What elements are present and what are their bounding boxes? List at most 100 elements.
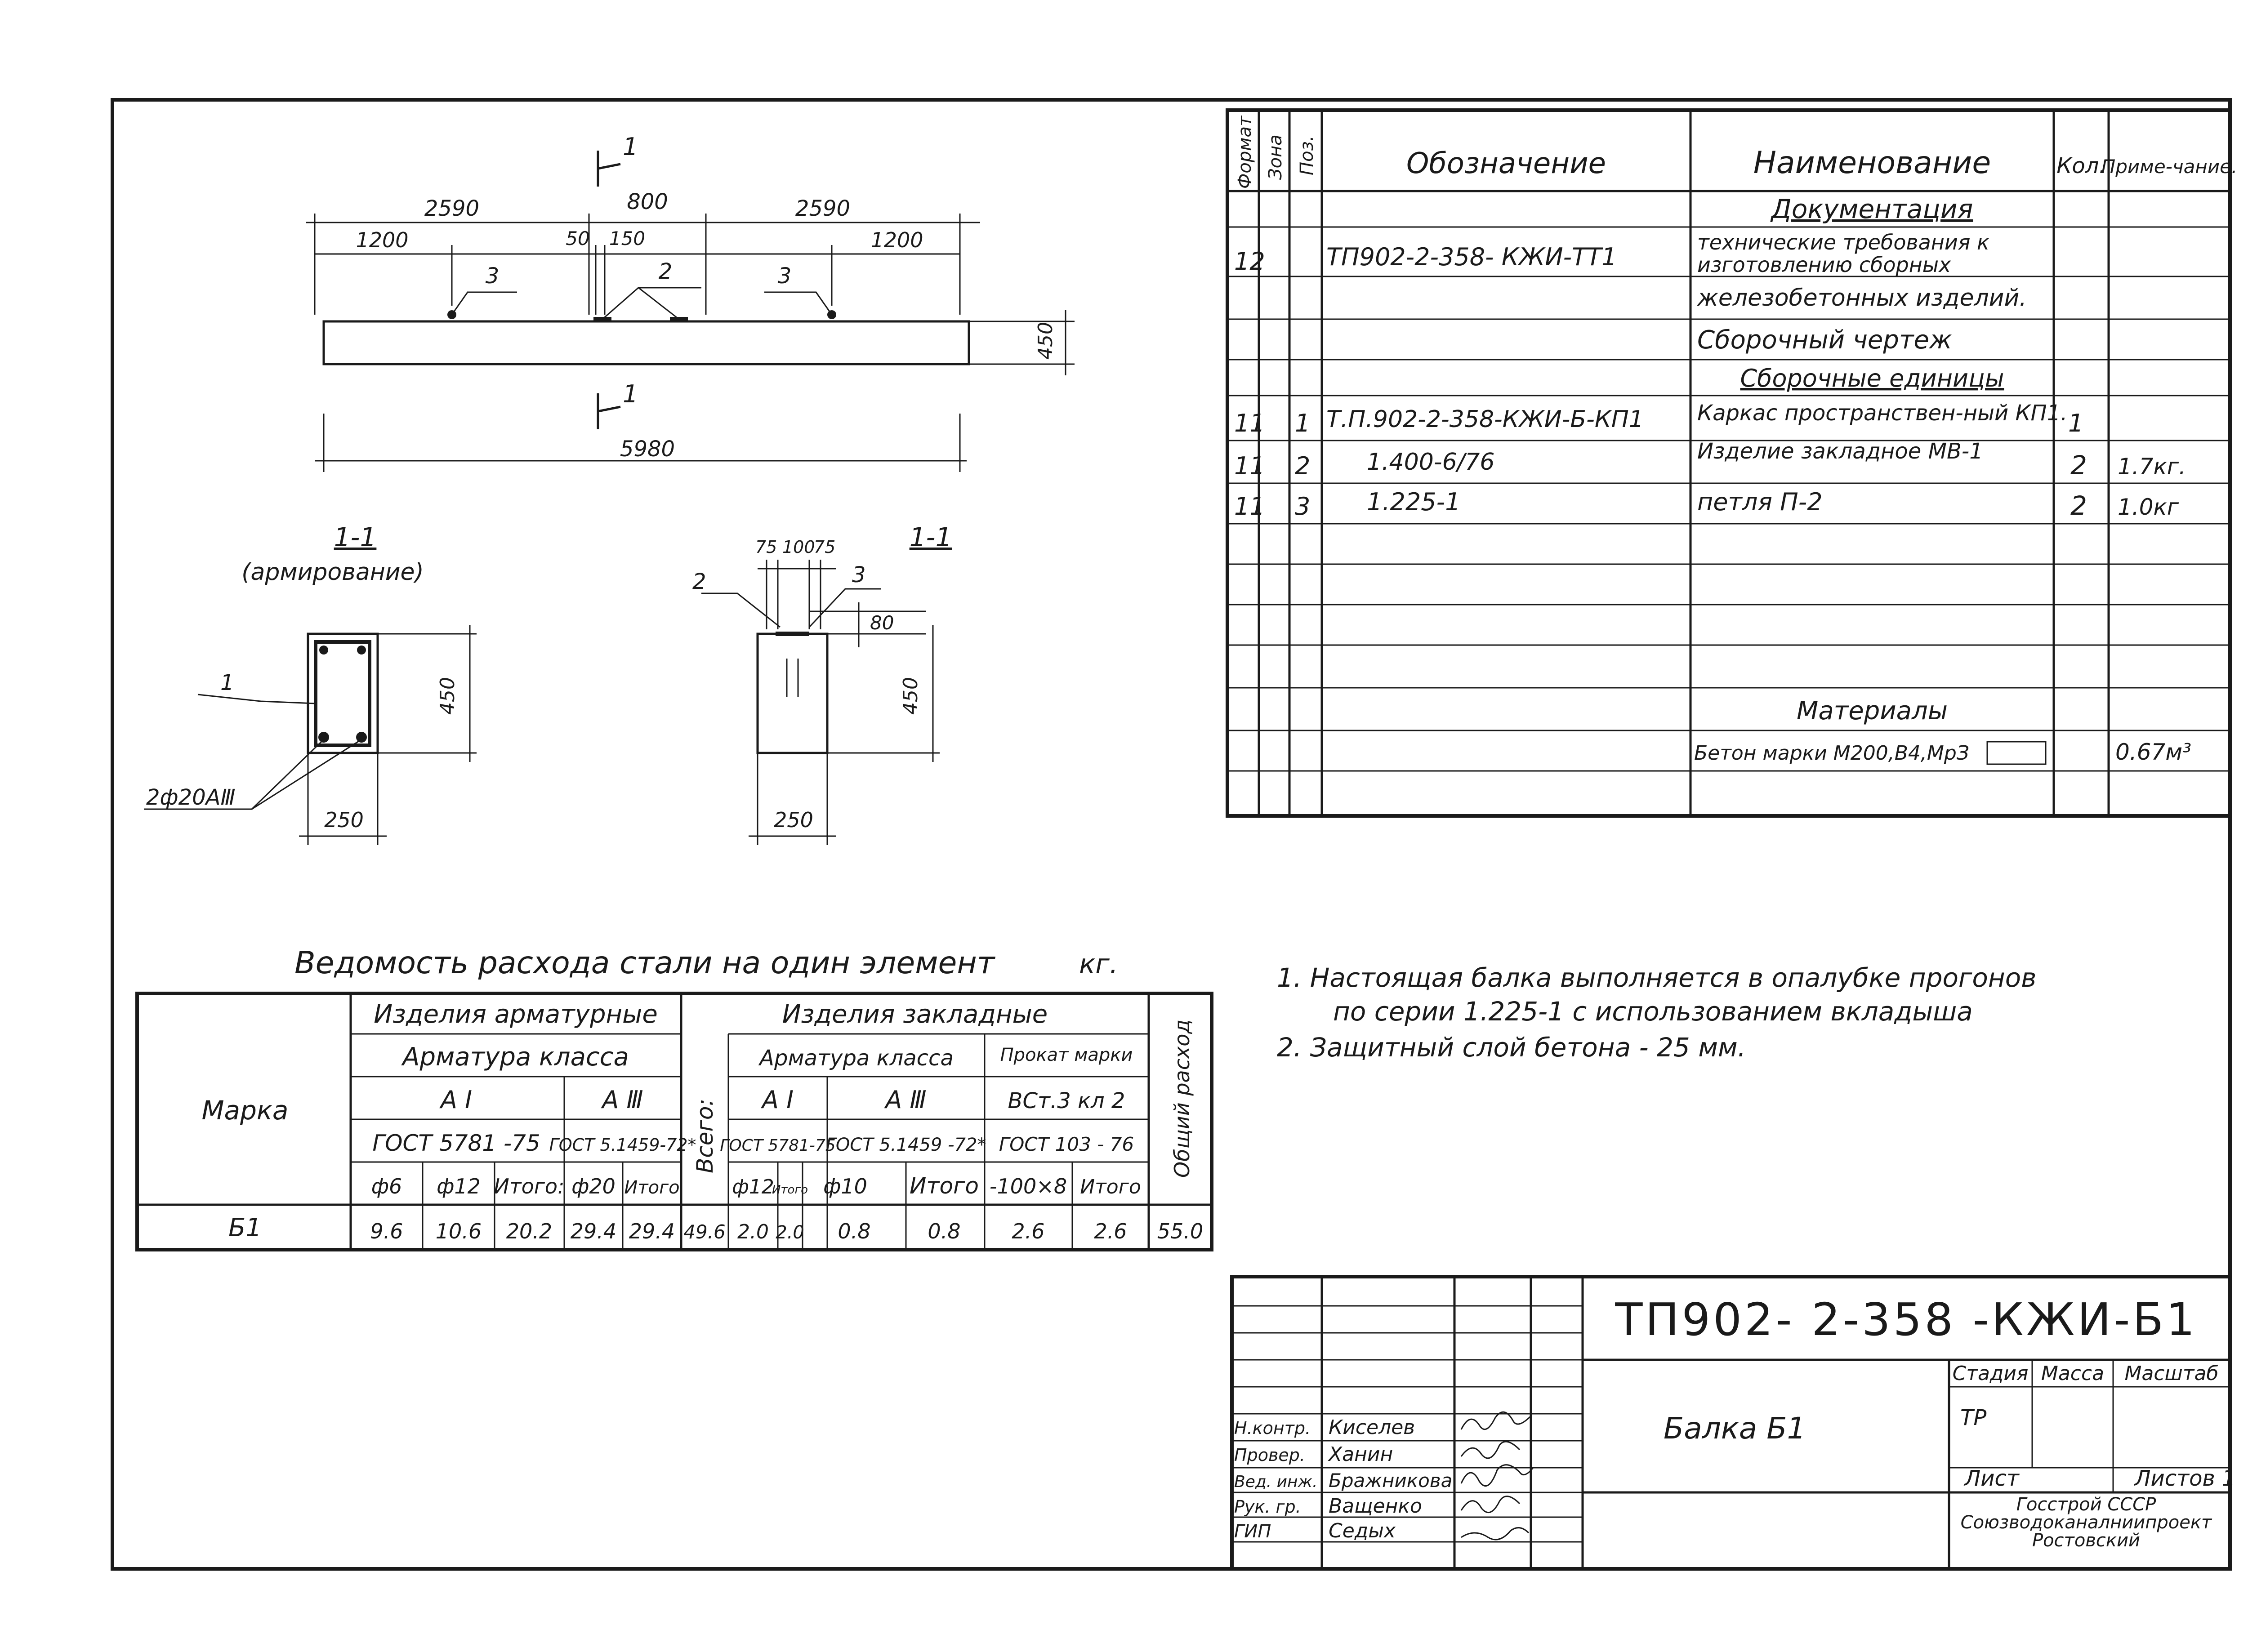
- specification-table: Формат Зона Поз. Обозначение Наименовани…: [1226, 108, 2238, 818]
- dim-1200-right: 1200: [870, 228, 923, 252]
- sheet-frame: [111, 98, 2232, 1571]
- note-line-1: 1. Настоящая балка выполняется в опалубк…: [1277, 962, 2036, 993]
- dim-center-span: 800: [627, 189, 668, 214]
- sub-f6: ф6: [371, 1174, 402, 1198]
- row1-format: 11: [1234, 409, 1265, 437]
- doc-name-line1: технические требования к: [1697, 230, 1989, 254]
- sub-itogo-AIII: Итого: [624, 1177, 679, 1198]
- doc-format: 12: [1234, 247, 1265, 276]
- val-f6: 9.6: [370, 1219, 403, 1243]
- header-qty: Кол.: [2056, 153, 2105, 178]
- pos-label-3-right: 3: [778, 263, 792, 289]
- gost-5781-embedded: ГОСТ 5781-75: [720, 1136, 835, 1155]
- doc-name-line3: железобетонных изделий.: [1697, 285, 2027, 312]
- doc-name-line2: изготовлению сборных: [1697, 253, 1951, 277]
- section2-pos-2: 2: [692, 569, 706, 594]
- val-f12-embedded: 2.0: [737, 1220, 769, 1243]
- role-ruk-gr: Рук. гр.: [1234, 1497, 1301, 1517]
- val-itogo-plate: 2.6: [1094, 1219, 1127, 1243]
- sub-f20: ф20: [571, 1174, 616, 1198]
- role-nkontr: Н.контр.: [1234, 1418, 1311, 1438]
- beam-outline: [322, 320, 970, 365]
- row2-name: Изделие закладное МВ-1: [1697, 439, 1983, 464]
- section2-dim-75-left: 75: [755, 537, 777, 557]
- col-grand-total: Общий расход: [1170, 1020, 1194, 1178]
- beam-elevation: 2590 800 2590 1200 50 150 1200 3 2 3 1 1: [306, 133, 1075, 472]
- sub-f12: ф12: [437, 1174, 481, 1198]
- section1-bars-label: 2ф20АⅢ: [146, 785, 236, 810]
- doc-designation: ТП902-2-358- КЖИ-ТТ1: [1326, 243, 1617, 271]
- name-ruk-gr: Ващенко: [1329, 1495, 1422, 1518]
- beam-height-dim: 450: [1034, 322, 1057, 360]
- class-AIII: А Ⅲ: [601, 1086, 643, 1114]
- row3-note: 1.0кг: [2118, 494, 2179, 520]
- org-line-3: Ростовский: [2032, 1530, 2140, 1551]
- col-marka: Марка: [202, 1095, 289, 1126]
- section2-height-dim: 450: [899, 677, 922, 715]
- row3-name: петля П-2: [1697, 488, 1823, 516]
- val-f12: 10.6: [436, 1219, 482, 1243]
- gost-5781: ГОСТ 5781 -75: [372, 1130, 540, 1156]
- section1-height-dim: 450: [436, 677, 459, 715]
- val-grand-total: 55.0: [1157, 1219, 1203, 1243]
- drawing-code: ТП902- 2-358 -КЖИ-Б1: [1615, 1293, 2197, 1346]
- header-note: Приме-чание.: [2101, 156, 2238, 178]
- val-f10: 0.8: [838, 1219, 870, 1243]
- general-notes: 1. Настоящая балка выполняется в опалубк…: [1277, 962, 2036, 1063]
- section-materials: Материалы: [1797, 696, 1948, 726]
- steel-consumption-table: Ведомость расхода стали на один элемент …: [135, 945, 1213, 1251]
- dim-left-span: 2590: [424, 196, 479, 221]
- gost-103: ГОСТ 103 - 76: [999, 1133, 1134, 1155]
- section1-pos-label: 1: [220, 670, 234, 695]
- row1-qty: 1: [2068, 409, 2083, 437]
- section1-subtitle: (армирование): [241, 559, 424, 586]
- dim-150: 150: [609, 227, 645, 249]
- stage-value: ТР: [1960, 1405, 1986, 1430]
- name-ved-inzh: Бражникова: [1329, 1469, 1452, 1492]
- val-total: 49.6: [683, 1221, 726, 1243]
- row3-designation: 1.225-1: [1367, 488, 1460, 516]
- drawing-title: Балка Б1: [1664, 1411, 1806, 1446]
- col-total: Всего:: [692, 1099, 718, 1173]
- sub-itogo-AI-embedded: Итого: [772, 1183, 808, 1197]
- section-mark-top: 1: [623, 133, 638, 161]
- section2-pos-3: 3: [852, 562, 866, 588]
- row3-qty: 2: [2070, 490, 2087, 521]
- section2-dim-75-right: 75: [814, 537, 835, 557]
- row3-pos: 3: [1295, 492, 1310, 521]
- section-assembly-units: Сборочные единицы: [1740, 364, 2004, 392]
- role-ved-inzh: Вед. инж.: [1234, 1473, 1317, 1491]
- gost-5459-embedded: ГОСТ 5.1459 -72*: [826, 1135, 986, 1155]
- row2-qty: 2: [2070, 450, 2087, 481]
- section1-width-dim: 250: [324, 808, 364, 832]
- section2-embedded-plate: [776, 632, 809, 636]
- class-AI: А I: [439, 1086, 472, 1114]
- stage-header: Стадия: [1953, 1362, 2029, 1385]
- sheet-label: Лист: [1963, 1466, 2020, 1491]
- section2-title: 1-1: [910, 522, 952, 552]
- val-plate: 2.6: [1012, 1219, 1044, 1243]
- rolled-grade: Прокат марки: [1000, 1045, 1133, 1065]
- sub-plate: -100×8: [990, 1174, 1067, 1198]
- steel-table-title: Ведомость расхода стали на один элемент: [294, 945, 996, 981]
- row3-format: 11: [1234, 492, 1265, 521]
- row2-pos: 2: [1295, 452, 1310, 480]
- dim-1200-left: 1200: [356, 228, 408, 252]
- pos-label-3-left: 3: [486, 263, 500, 289]
- section-mark-bottom: 1: [623, 380, 638, 408]
- section2-width-dim: 250: [774, 808, 813, 832]
- row1-designation: Т.П.902-2-358-КЖИ-Б-КП1: [1326, 406, 1644, 433]
- val-itogo-AIII-embedded: 0.8: [928, 1219, 960, 1243]
- material-note: 0.67м³: [2115, 739, 2191, 765]
- title-block: ТП902- 2-358 -КЖИ-Б1 Балка Б1 Стадия Мас…: [1230, 1275, 2236, 1571]
- steel-table-unit: кг.: [1079, 948, 1118, 980]
- section-reinforcement: 1-1 (армирование) 1 2ф20АⅢ 450 250: [144, 522, 477, 845]
- sub-itogo-AIII-embedded: Итого: [910, 1173, 979, 1199]
- row2-note: 1.7кг.: [2118, 454, 2186, 480]
- dim-50: 50: [566, 227, 589, 249]
- note-line-3: 2. Защитный слой бетона - 25 мм.: [1277, 1032, 1746, 1063]
- sheets-label: Листов 1: [2133, 1466, 2235, 1491]
- material-name: Бетон марки М200,В4,МрЗ: [1694, 742, 1969, 765]
- sub-f10: ф10: [823, 1174, 867, 1198]
